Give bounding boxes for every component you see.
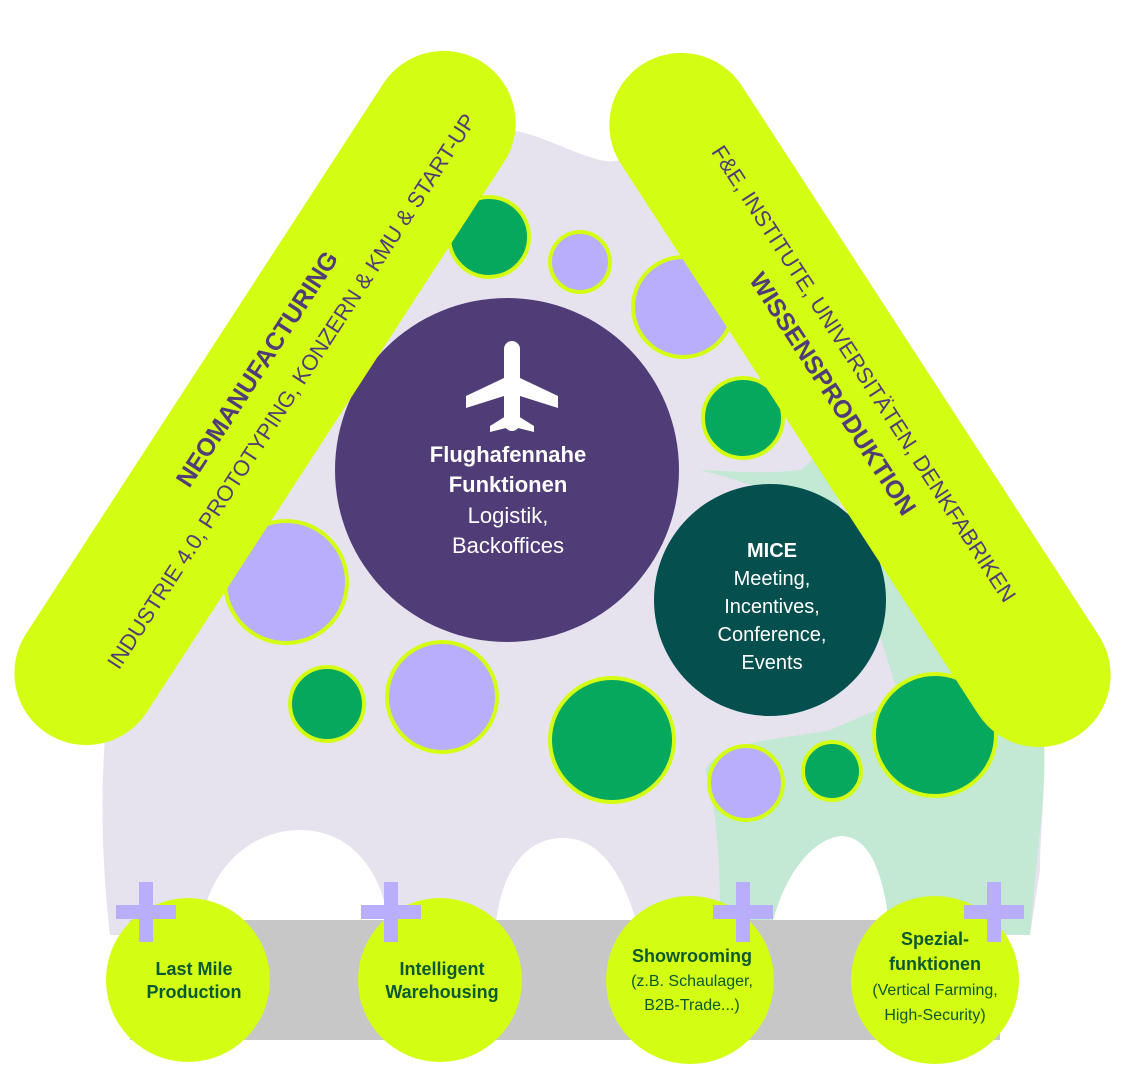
mice-line3: Conference, [718, 624, 827, 646]
airport-title-line1: Flughafennahe [430, 442, 586, 467]
lilac-circle [548, 230, 612, 294]
arch-1 [200, 830, 390, 935]
item3-line3: B2B-Trade...) [644, 997, 739, 1014]
plus-icon [964, 882, 1024, 942]
mice-line2: Incentives, [724, 596, 820, 618]
mice-line1: Meeting, [734, 568, 811, 590]
arch-2 [495, 837, 640, 935]
green-circle [701, 376, 785, 460]
item4-line4: High-Security) [884, 1007, 985, 1024]
mint-area [700, 380, 1045, 935]
item4-line2: funktionen [889, 954, 981, 974]
item4-line1: Spezial- [901, 929, 969, 949]
item4-line3: (Vertical Farming, [872, 982, 997, 999]
bottom-circle-1 [106, 898, 270, 1062]
plus-icons [116, 882, 1024, 942]
airport-circle [335, 298, 679, 642]
airplane-icon [466, 341, 558, 432]
green-circle [288, 665, 366, 743]
lilac-circle [707, 744, 785, 822]
plus-icon [116, 882, 176, 942]
lilac-circle [385, 640, 499, 754]
plus-icon [361, 882, 421, 942]
bottom-circle-4 [851, 896, 1019, 1064]
green-circle [548, 676, 676, 804]
bottom-circle-3 [606, 896, 774, 1064]
airport-line3: Logistik, [468, 503, 549, 528]
item2-line2: Warehousing [385, 982, 498, 1002]
mice-line4: Events [741, 652, 802, 674]
item3-line1: Showrooming [632, 946, 752, 966]
item1-line1: Last Mile [155, 959, 232, 979]
green-circle [801, 740, 863, 802]
green-circle [872, 672, 998, 798]
arch-3 [770, 835, 890, 935]
bottom-circles [106, 896, 1019, 1064]
item3-line2: (z.B. Schaulager, [631, 973, 753, 990]
mice-title: MICE [747, 540, 797, 562]
airport-title-line2: Funktionen [449, 472, 568, 497]
airport-line4: Backoffices [452, 533, 564, 558]
item2-line1: Intelligent [400, 959, 485, 979]
mice-circle [654, 484, 886, 716]
item1-line2: Production [147, 982, 242, 1002]
plus-icon [713, 882, 773, 942]
bottom-circle-2 [358, 898, 522, 1062]
floating-circles [223, 195, 998, 822]
